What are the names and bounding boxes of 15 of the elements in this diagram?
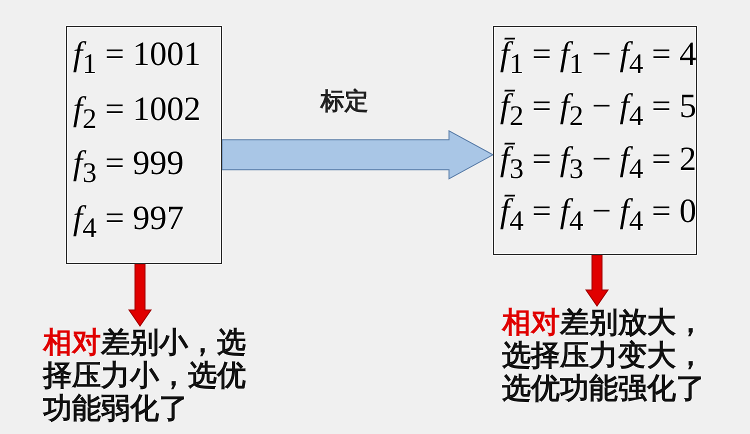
formula: f$_{2}$ = 1002 bbox=[73, 90, 201, 136]
formula: f̄$_{2}$ = f$_{2}$ − f$_{4}$ = 5 bbox=[500, 87, 696, 134]
note-text: 相对差别放大，选择压力变大，选优功能强化了 bbox=[502, 306, 724, 410]
formula: f̄$_{1}$ = f$_{1}$ − f$_{4}$ = 4 bbox=[500, 35, 696, 82]
formula: f̄$_{3}$ = f$_{3}$ − f$_{4}$ = 2 bbox=[500, 140, 696, 186]
block-arrow bbox=[128, 264, 152, 327]
formula: f$_{4}$ = 997 bbox=[73, 198, 184, 246]
block-arrow bbox=[222, 130, 494, 180]
formula-box bbox=[66, 26, 222, 264]
note-text: 相对差别小，选择压力小，选优功能弱化了 bbox=[43, 326, 267, 430]
formula: f$_{1}$ = 1001 bbox=[73, 35, 201, 82]
block-arrow bbox=[585, 254, 609, 307]
formula: f$_{3}$ = 999 bbox=[73, 144, 184, 191]
formula: f̄$_{4}$ = f$_{4}$ − f$_{4}$ = 0 bbox=[500, 192, 696, 239]
formula-box bbox=[493, 26, 697, 255]
